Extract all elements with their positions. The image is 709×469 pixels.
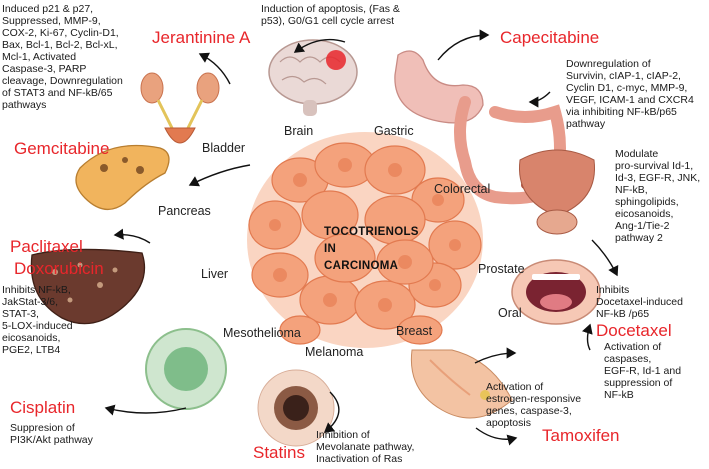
drug-label-cisplatin: Cisplatin [10,398,76,417]
effect-text-liver: Inhibits NF-kB, JakStat-3/6, STAT-3, 5-L… [2,284,73,356]
effect-text-cisplatin: Suppresion of PI3K/Akt pathway [10,422,93,446]
organ-label-brain: Brain [284,124,314,138]
liver-icon [30,248,146,325]
effect-text-prostate: Modulate pro-survival Id-1, Id-3, EGF-R,… [615,148,701,244]
brain-icon [268,39,358,116]
drug-label-tamoxifen: Tamoxifen [542,426,620,445]
effect-text-docetaxel: Activation of caspases, EGF-R, Id-1 and … [604,341,682,401]
effect-text-melanoma: Inhibition of Mevolanate pathway, Inacti… [316,429,415,465]
drug-label-docetaxel: Docetaxel [596,321,672,340]
melanoma-icon [257,369,335,447]
effect-text-oral: Inhibits Docetaxel-induced NF-kB /p65 [596,284,683,320]
organ-label-liver: Liver [201,267,229,281]
organ-label-colorectal: Colorectal [434,182,491,196]
drug-label-statins: Statins [253,443,305,462]
mesothelioma-cell-icon [145,328,227,410]
organ-label-melanoma: Melanoma [305,345,364,359]
bladder-icon [140,72,220,144]
mouth-icon [511,259,601,325]
organ-label-pancreas: Pancreas [158,204,211,218]
drug-label-paclitaxel: Paclitaxel [10,237,83,256]
organ-label-mesothelioma: Mesothelioma [223,326,301,340]
tumor-cell-cluster-icon [247,132,483,348]
organ-label-gastric: Gastric [374,124,414,138]
prostate-icon [518,149,596,235]
center-title: TOCOTRIENOLS IN CARCINOMA [324,226,419,272]
effect-text-bladder: Induced p21 & p27, Suppressed, MMP-9, CO… [2,3,123,111]
arrow-bladder [198,52,231,85]
effect-text-breast: Activation of estrogen-responsive genes,… [486,381,582,429]
breast-icon [410,349,513,419]
effect-text-colorectal: Downregulation of Survivin, cIAP-1, cIAP… [566,58,694,130]
drug-label-doxorubicin: Doxorubicin [14,259,104,278]
organ-label-prostate: Prostate [478,262,525,276]
drug-label-capecitabine: Capecitabine [500,28,600,47]
organ-label-breast: Breast [396,324,433,338]
pancreas-icon [75,144,170,210]
organ-label-bladder: Bladder [202,141,246,155]
organ-label-oral: Oral [498,306,522,320]
effect-text-brain: Induction of apoptosis, (Fas & p53), G0/… [261,3,400,27]
drug-label-gemcitabine: Gemcitabine [14,139,110,158]
stomach-icon [394,50,484,124]
drug-label-jerantinine: Jerantinine A [152,28,251,47]
